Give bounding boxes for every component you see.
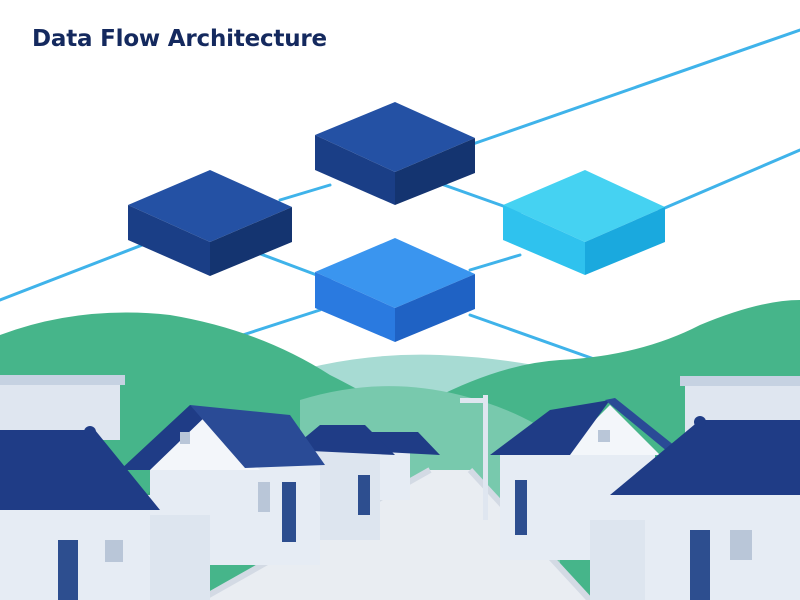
node-right-right [585, 207, 665, 275]
house-front-left-roof-knob [84, 426, 96, 438]
node-top-center-left [315, 135, 395, 205]
lamp-arm [460, 398, 488, 403]
lamp-pole [483, 395, 488, 520]
houses-right [490, 376, 800, 600]
node-left [128, 170, 292, 276]
house-front-left-chimney-top [0, 375, 125, 385]
house-second-left-door [282, 482, 296, 542]
house-mid-left-roof [290, 425, 395, 455]
node-left-left [128, 205, 210, 276]
house-mid-left-door [358, 475, 370, 515]
houses-left [0, 375, 440, 600]
node-center-top [315, 238, 475, 308]
house-mid-right-door [515, 480, 527, 535]
house-front-left-roof [0, 430, 160, 510]
page-title: Data Flow Architecture [32, 26, 327, 52]
house-front-left-window [105, 540, 123, 562]
house-mid-right-roof [490, 400, 610, 455]
flow-line-top-right [468, 28, 800, 147]
node-right [503, 170, 665, 275]
house-mid-right-window [598, 430, 610, 442]
road-surface [200, 470, 590, 600]
data-blocks [128, 102, 665, 342]
house-front-right-window [730, 530, 752, 560]
house-front-right-upper-top [680, 376, 800, 386]
house-front-right-roof-knob [694, 416, 706, 428]
flow-line-left-to-top [278, 183, 332, 202]
node-top-center [315, 102, 475, 205]
flow-line-right-edge [658, 148, 800, 212]
node-top-center-right [395, 138, 475, 205]
house-front-right-side [590, 520, 645, 600]
node-center-right [395, 274, 475, 342]
flow-line-left-edge [0, 240, 152, 302]
house-front-right-door [690, 530, 710, 600]
house-front-right-roof [610, 420, 800, 495]
house-second-left-window [180, 432, 190, 444]
flow-line-center-to-right [468, 253, 522, 272]
street-lamp [460, 395, 488, 520]
node-center-left [315, 272, 395, 342]
node-top-center-top [315, 102, 475, 172]
node-left-top [128, 170, 292, 242]
house-second-left-window-2 [258, 482, 270, 512]
house-second-left-roof [120, 405, 210, 470]
node-right-left [503, 205, 585, 275]
node-right-top [503, 170, 665, 242]
house-front-left-side [150, 515, 210, 600]
house-front-right-wall [640, 490, 800, 600]
node-left-right [210, 207, 292, 276]
node-center [315, 238, 475, 342]
house-second-left-roof-side [190, 405, 325, 468]
house-front-left-door [58, 540, 78, 600]
house-mid-right-roof-edge [605, 398, 680, 452]
